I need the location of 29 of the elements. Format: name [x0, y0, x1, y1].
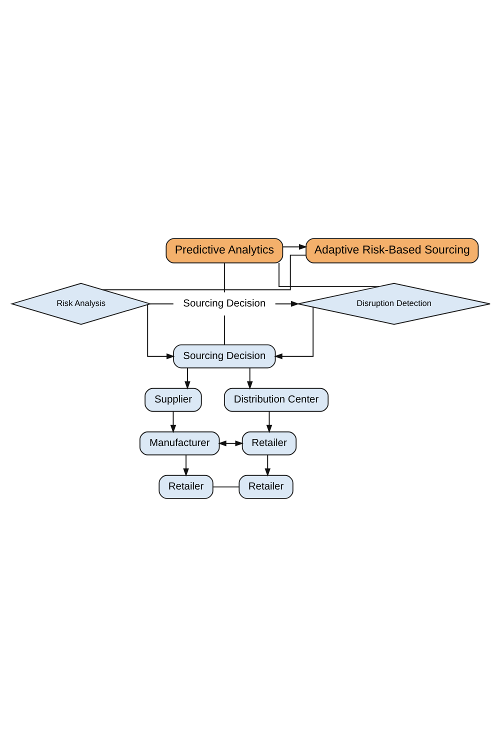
arrow — [266, 410, 272, 433]
connector — [278, 262, 379, 287]
node-box: Supplier — [144, 387, 202, 412]
node-box: Retailer — [241, 430, 296, 455]
node-box: Retailer — [158, 474, 213, 498]
arrow — [274, 306, 314, 359]
arrow — [246, 367, 252, 390]
arrow — [184, 367, 190, 390]
arrow — [218, 440, 244, 446]
connector — [212, 486, 239, 487]
node-diamond: Disruption Detection — [297, 282, 490, 324]
connector — [102, 254, 306, 290]
node-box: Adaptive Risk-Based Sourcing — [305, 238, 478, 263]
node-box: Distribution Center — [223, 387, 328, 412]
node-box: Manufacturer — [138, 430, 220, 455]
arrow — [146, 304, 174, 359]
arrow — [264, 454, 270, 476]
node-diamond: Risk Analysis — [10, 282, 152, 324]
node-text: Sourcing Decision — [182, 298, 266, 309]
arrow — [274, 300, 299, 306]
arrow — [170, 410, 176, 433]
connector — [223, 314, 224, 345]
node-box: Predictive Analytics — [165, 238, 283, 263]
arrow — [282, 243, 307, 250]
connector — [149, 302, 174, 304]
connector — [223, 262, 224, 292]
node-box: Sourcing Decision — [172, 344, 276, 368]
node-box: Retailer — [238, 474, 293, 498]
arrow — [182, 454, 188, 476]
